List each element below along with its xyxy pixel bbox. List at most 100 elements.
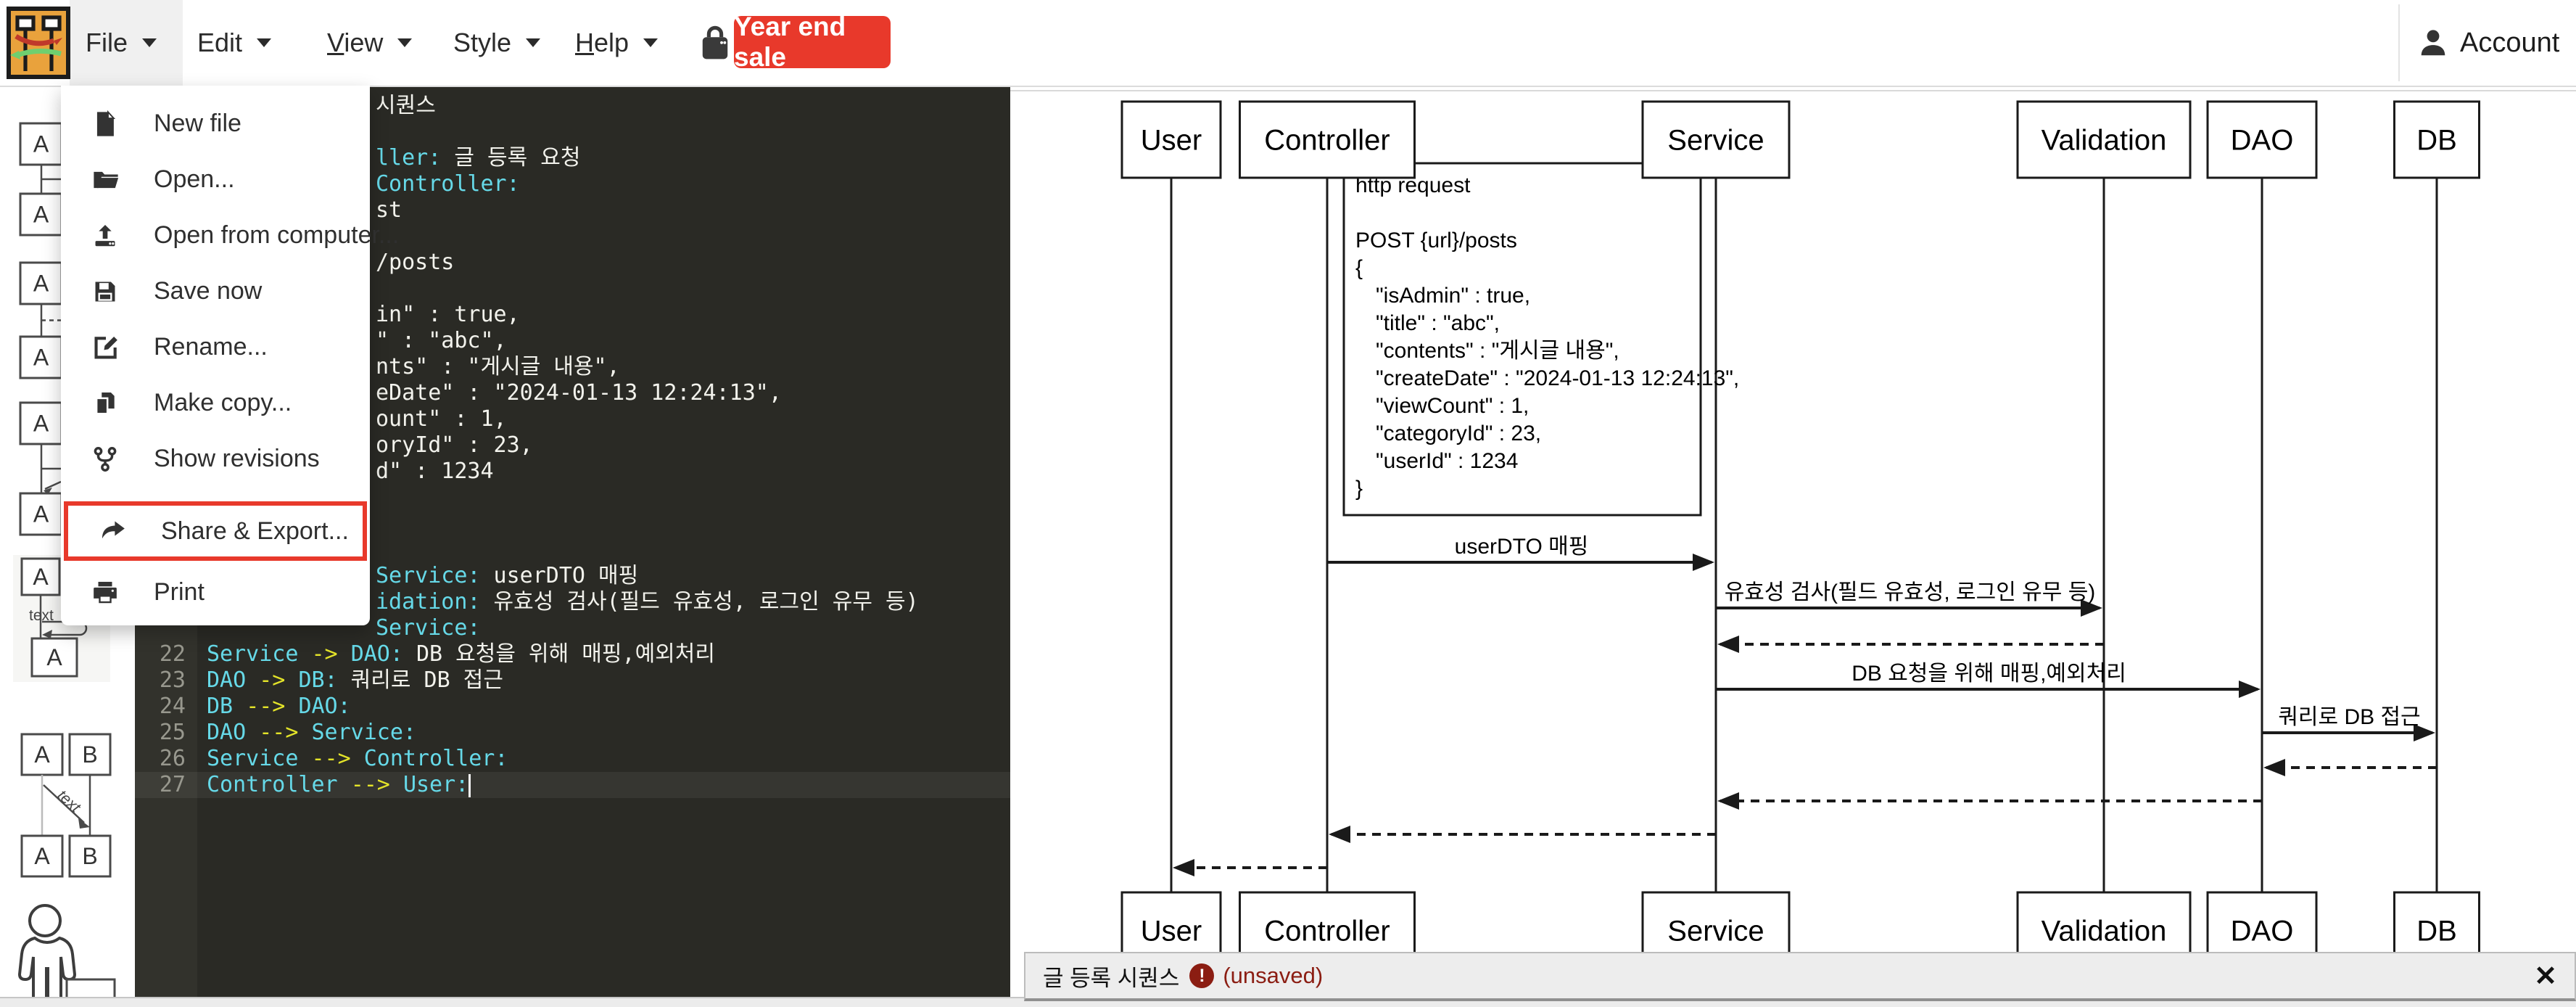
code-line: Service: userDTO 매핑 (376, 563, 639, 588)
account-label: Account (2460, 27, 2560, 58)
code-line: DAO -> DB: 쿼리로 DB 접근 (207, 667, 503, 693)
code-line: st (376, 197, 402, 223)
chevron-down-icon (257, 38, 272, 47)
code-line: DB --> DAO: (207, 694, 351, 719)
tab-title[interactable]: 글 등록 시퀀스 (1043, 965, 1180, 991)
new-file-icon (91, 110, 120, 139)
file-menu-item-label: Make copy... (154, 389, 292, 416)
menubar-item-help[interactable]: Help (575, 0, 659, 86)
rename-icon (91, 333, 120, 362)
participant-label: Validation (2042, 916, 2167, 948)
sequence-diagram-logo[interactable] (6, 4, 71, 85)
arrowhead (2081, 599, 2102, 617)
save-icon (91, 277, 120, 306)
participant-box-db[interactable] (2393, 100, 2480, 179)
message-label: userDTO 매핑 (1455, 535, 1589, 559)
code-line: Service -> DAO: DB 요청을 위해 매핑,예외처리 (207, 641, 715, 667)
participant-box-user[interactable] (1120, 100, 1222, 179)
file-menu-item-make-copy[interactable]: Make copy... (61, 375, 370, 431)
participant-label: User (1141, 125, 1202, 157)
participant-label: DAO (2231, 125, 2294, 157)
diagram-tab-bar: 글 등록 시퀀스 ! (unsaved) ✕ (1024, 952, 2576, 1001)
code-line: idation: 유효성 검사(필드 유효성, 로그인 유무 등) (376, 589, 919, 615)
year-end-sale-button[interactable]: Year end sale (734, 12, 891, 72)
topbar-separator (2398, 4, 2400, 81)
shopping-bag-icon[interactable] (696, 25, 734, 69)
note-text: "isAdmin" : true, (1376, 284, 1530, 308)
file-menu-item-open[interactable]: Open... (61, 152, 370, 207)
file-menu-item-label: Share & Export... (161, 517, 349, 545)
code-line: DAO --> Service: (207, 720, 416, 745)
file-menu-item-share-export[interactable]: Share & Export... (64, 501, 367, 561)
menubar-item-edit[interactable]: Edit (197, 0, 272, 86)
participant-label: Service (1667, 125, 1764, 157)
code-line: " : "abc", (376, 328, 507, 353)
participant-box-service[interactable] (1641, 100, 1791, 179)
unsaved-alert-icon: ! (1189, 963, 1215, 988)
participant-label: DAO (2231, 916, 2294, 948)
active-menu-highlight (70, 0, 183, 86)
file-menu-item-label: Show revisions (154, 445, 320, 472)
file-menu-item-print[interactable]: Print (61, 564, 370, 620)
participant-box-controller[interactable] (1239, 100, 1416, 179)
note-text: "title" : "abc", (1376, 311, 1500, 335)
file-menu-item-show-revisions[interactable]: Show revisions (61, 431, 370, 487)
message-label: DB 요청을 위해 매핑,예외처리 (1852, 662, 2126, 686)
svg-text:A: A (33, 202, 49, 228)
svg-text:A: A (33, 411, 49, 437)
account-menu[interactable]: Account (2416, 0, 2576, 86)
arrowhead (1717, 636, 1739, 653)
chevron-down-icon (142, 38, 157, 47)
svg-text:A: A (33, 345, 49, 371)
top-menubar: File Edit View Style Help Year end sale (0, 0, 2576, 87)
file-menu-item-label: Print (154, 578, 205, 606)
text-cursor (468, 774, 471, 797)
line-number: 23 (159, 667, 186, 693)
code-line: Controller: (376, 171, 520, 197)
note-text: "userId" : 1234 (1376, 449, 1518, 473)
participant-box-dao[interactable] (2206, 100, 2318, 179)
menubar-label: Edit (197, 28, 243, 57)
svg-text:A: A (34, 843, 50, 869)
participant-label: DB (2416, 125, 2457, 157)
line-number: 22 (159, 641, 186, 667)
arrowhead (2239, 681, 2261, 698)
message-label: 유효성 검사(필드 유효성, 로그인 유무 등) (1725, 580, 2096, 604)
message-label: 쿼리로 DB 접근 (2278, 705, 2420, 729)
menubar-item-view[interactable]: View (327, 0, 413, 86)
code-line: oryId" : 23, (376, 432, 533, 458)
file-menu-item-new-file[interactable]: New file (61, 96, 370, 152)
svg-text:text: text (29, 607, 54, 624)
note-text: } (1355, 477, 1363, 501)
file-menu-item-save-now[interactable]: Save now (61, 263, 370, 319)
file-menu-item-open-from-computer[interactable]: Open from computer... (61, 207, 399, 263)
note-box[interactable] (1342, 162, 1702, 517)
note-text: "viewCount" : 1, (1376, 394, 1529, 418)
svg-text:A: A (33, 564, 49, 590)
code-line: Service: (376, 615, 481, 641)
menubar-label: View (327, 28, 384, 57)
menubar-item-file[interactable]: File (86, 0, 157, 86)
note-text: "categoryId" : 23, (1376, 422, 1541, 445)
menubar-item-style[interactable]: Style (453, 0, 541, 86)
tab-close-icon[interactable]: ✕ (2534, 961, 2557, 992)
svg-text:A: A (33, 501, 49, 527)
line-number: 24 (159, 694, 186, 719)
file-menu-item-label: Save now (154, 277, 263, 305)
svg-text:A: A (33, 271, 49, 297)
note-text: "contents" : "게시글 내용", (1376, 339, 1619, 363)
line-number: 26 (159, 746, 186, 771)
note-text: "createDate" : "2024-01-13 12:24:13", (1376, 366, 1739, 390)
file-menu-item-label: New file (154, 110, 242, 137)
code-line: in" : true, (376, 302, 520, 327)
file-menu-item-rename[interactable]: Rename... (61, 319, 370, 375)
arrowhead (1717, 792, 1739, 810)
participant-box-validation[interactable] (2016, 100, 2192, 179)
code-line: d" : 1234 (376, 459, 494, 484)
revisions-icon (91, 445, 120, 474)
chevron-down-icon (397, 38, 413, 47)
share-icon (99, 517, 128, 546)
code-line: Service --> Controller: (207, 746, 508, 771)
